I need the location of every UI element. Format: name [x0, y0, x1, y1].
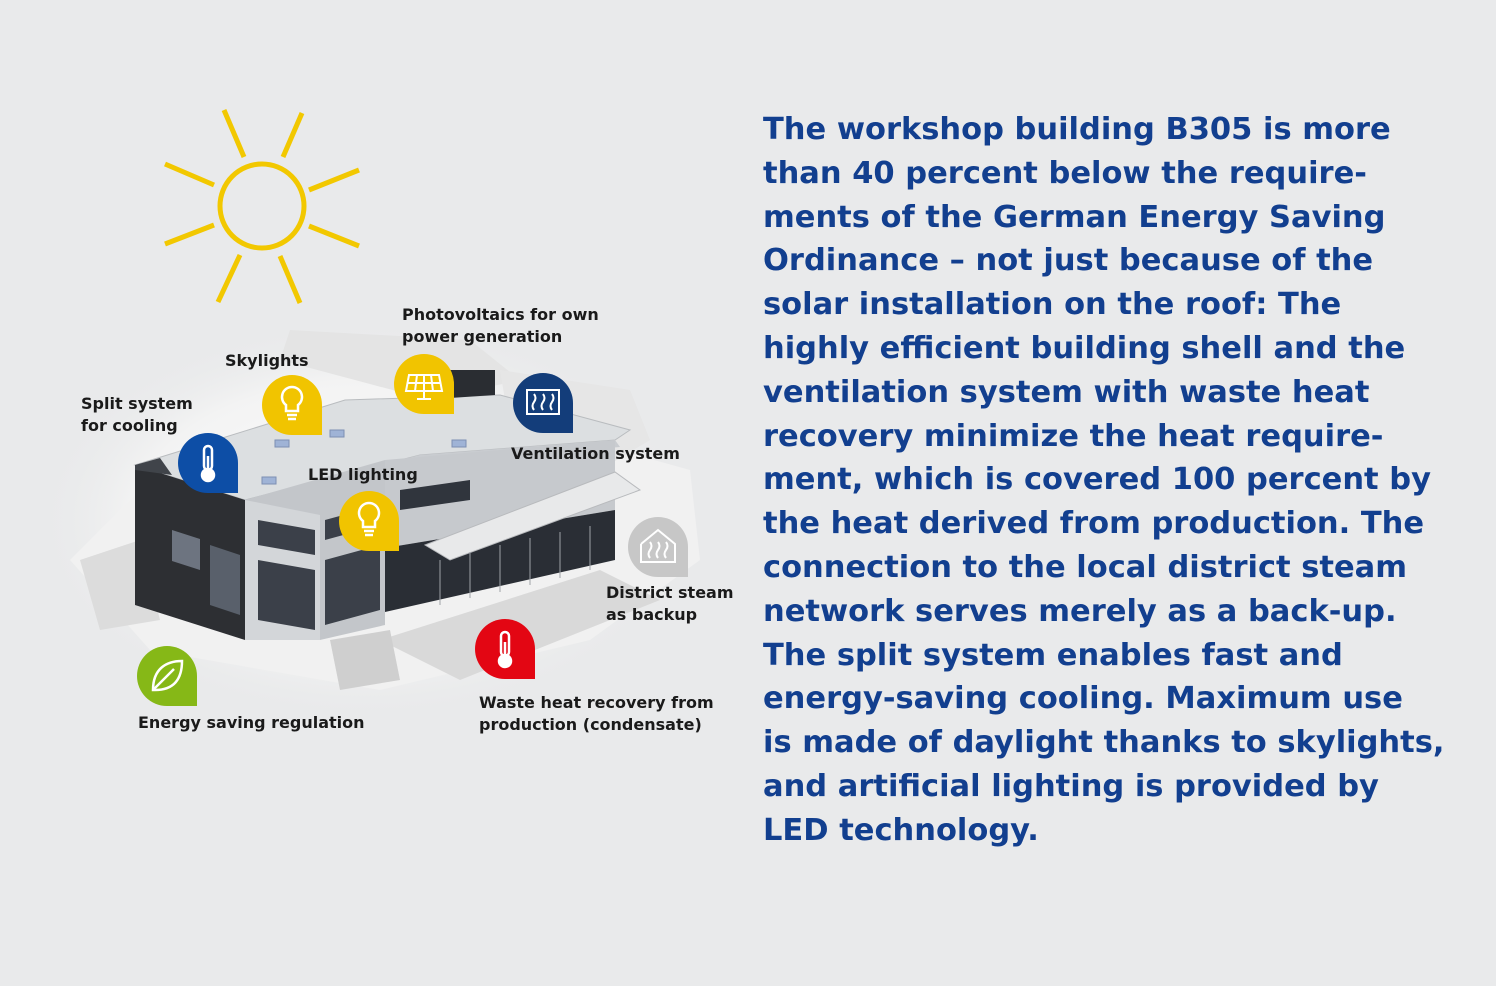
description-line: and artificial lighting is provided by — [763, 768, 1379, 804]
photovoltaics-pin — [393, 353, 455, 415]
lightbulb-icon — [357, 501, 381, 537]
description-paragraph: The workshop building B305 is more than … — [763, 108, 1463, 853]
description-line: ments of the German Energy Saving — [763, 199, 1386, 235]
waste-heat-label: Waste heat recovery from production (con… — [479, 693, 714, 734]
description-line: highly efficient building shell and the — [763, 330, 1406, 366]
description-line: connection to the local district steam — [763, 549, 1408, 585]
description-line: the heat derived from production. The — [763, 506, 1425, 542]
thermometer-icon — [497, 630, 513, 669]
ventilation-icon — [526, 389, 560, 415]
skylights-pin — [261, 374, 323, 436]
description-line: ment, which is covered 100 percent by — [763, 462, 1431, 498]
ventilation-pin — [512, 372, 574, 434]
sun-icon — [164, 109, 360, 304]
description-line: recovery minimize the heat require- — [763, 418, 1384, 454]
description-line: network serves merely as a back-up. — [763, 593, 1397, 629]
energy-saving-pin — [136, 645, 198, 707]
energy-saving-label: Energy saving regulation — [138, 713, 365, 732]
ventilation-label: Ventilation system — [511, 444, 680, 463]
description-line: ventilation system with waste heat — [763, 374, 1370, 410]
workshop-building — [133, 370, 642, 640]
thermometer-icon — [200, 444, 216, 483]
description-line: solar installation on the roof: The — [763, 287, 1342, 323]
description-line: The workshop building B305 is more — [763, 112, 1391, 147]
description-line: than 40 percent below the require- — [763, 155, 1367, 191]
skylights-label: Skylights — [225, 351, 309, 370]
description-line: energy-saving cooling. Maximum use — [763, 681, 1403, 717]
description-line: LED technology. — [763, 812, 1039, 848]
description-line: The split system enables fast and — [763, 637, 1343, 673]
split-system-pin — [177, 432, 239, 494]
leaf-icon — [151, 659, 184, 692]
description-line: Ordinance – not just because of the — [763, 243, 1374, 279]
split-system-label: Split system for cooling — [81, 394, 193, 435]
steam-house-icon — [640, 528, 676, 563]
solar-panel-icon — [404, 374, 444, 400]
district-steam-pin — [627, 516, 689, 578]
description-line: is made of daylight thanks to skylights, — [763, 725, 1445, 761]
building-illustration: Photovoltaics for own power generation S… — [35, 109, 734, 734]
lightbulb-icon — [280, 385, 304, 421]
district-steam-label: District steam as backup — [606, 583, 734, 624]
led-lighting-pin — [338, 490, 400, 552]
led-lighting-label: LED lighting — [308, 465, 418, 484]
photovoltaics-label: Photovoltaics for own power generation — [402, 305, 599, 346]
waste-heat-pin — [474, 618, 536, 680]
